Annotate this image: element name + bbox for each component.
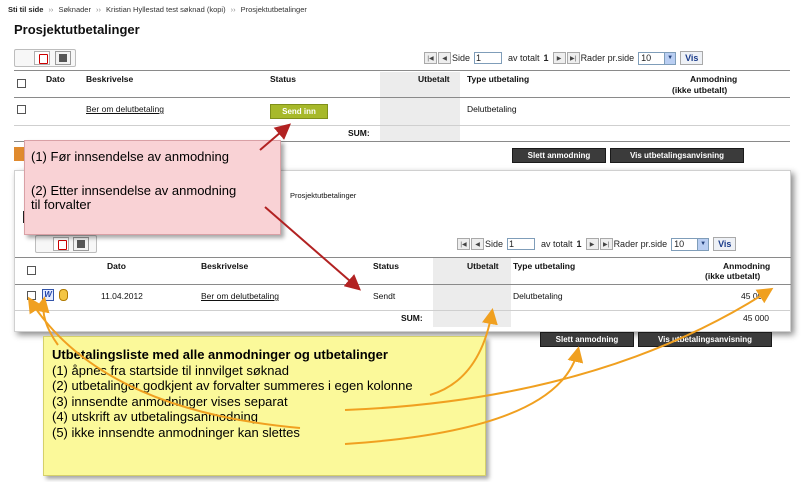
row-status: Sendt	[373, 291, 396, 301]
col-dato[interactable]: Dato	[107, 261, 126, 271]
last-page-icon[interactable]: ▶|	[566, 52, 580, 64]
attachment-icon[interactable]	[59, 289, 68, 301]
rows-value: 10	[641, 52, 652, 63]
first-page-icon[interactable]: |◀	[424, 52, 437, 64]
window2-breadcrumb: Prosjektutbetalinger	[290, 191, 357, 200]
row-description-link[interactable]: Ber om delutbetaling	[201, 291, 279, 301]
slett-anmodning-button-2[interactable]: Slett anmodning	[540, 332, 634, 347]
pdf-icon[interactable]	[34, 51, 50, 65]
total-value: 1	[576, 239, 582, 249]
total-label: av totalt	[508, 53, 540, 63]
col-beskrivelse[interactable]: Beskrivelse	[201, 261, 249, 271]
next-page-icon[interactable]: ▶	[585, 238, 599, 250]
callout-line-2: (2) Etter innsendelse av anmodning	[31, 183, 237, 198]
col-type[interactable]: Type utbetaling	[513, 261, 576, 271]
callout-item-3: (3) innsendte anmodninger vises separat	[52, 393, 288, 409]
callout-line-3: til forvalter	[31, 197, 91, 212]
breadcrumb-item-soknader[interactable]: Søknader	[58, 5, 91, 14]
page-title: Prosjektutbetalinger	[14, 22, 140, 37]
callout-line-1: (1) Før innsendelse av anmodning	[31, 149, 229, 164]
callout-item-5: (5) ikke innsendte anmodninger kan slett…	[52, 424, 300, 440]
breadcrumb-label: Sti til side	[8, 5, 44, 14]
select-all-checkbox[interactable]	[17, 79, 26, 88]
col-dato[interactable]: Dato	[46, 74, 65, 84]
dropdown-icon[interactable]: ▼	[664, 52, 676, 64]
rows-label: Rader pr.side	[613, 239, 668, 249]
prev-page-icon[interactable]: ◀	[471, 238, 484, 250]
total-value: 1	[543, 53, 549, 63]
page-input[interactable]: 1	[507, 238, 536, 250]
col-anmodning[interactable]: Anmodning	[690, 74, 738, 84]
col-type[interactable]: Type utbetaling	[467, 74, 530, 84]
word-icon[interactable]: W	[42, 289, 54, 301]
excel-icon[interactable]	[55, 51, 71, 65]
col-anmodning-sub: (ikke utbetalt)	[672, 85, 728, 95]
page-label: Side	[485, 239, 504, 249]
rows-label: Rader pr.side	[580, 53, 635, 63]
vis-button[interactable]: Vis	[680, 51, 704, 65]
orange-marker	[14, 147, 24, 161]
rows-select[interactable]: 10 ▼	[671, 237, 710, 251]
pdf-icon[interactable]	[53, 237, 69, 251]
slett-anmodning-button[interactable]: Slett anmodning	[512, 148, 606, 163]
row-type: Delutbetaling	[467, 104, 517, 114]
dropdown-icon[interactable]: ▼	[697, 238, 709, 250]
col-anmodning-sub: (ikke utbetalt)	[705, 271, 761, 281]
row-description-link[interactable]: Ber om delutbetaling	[86, 104, 164, 114]
callout-before-after: (1) Før innsendelse av anmodning (2) Ett…	[24, 140, 281, 235]
prev-page-icon[interactable]: ◀	[438, 52, 451, 64]
vis-utbetalingsanvisning-button-2[interactable]: Vis utbetalingsanvisning	[638, 332, 772, 347]
callout-item-2: (2) utbetalinger godkjent av forvalter s…	[52, 378, 413, 393]
row-type: Delutbetaling	[513, 291, 563, 301]
row-checkbox[interactable]	[17, 105, 26, 114]
callout-item-4: (4) utskrift av utbetalingsanmodning	[52, 409, 258, 424]
first-page-icon[interactable]: |◀	[457, 238, 470, 250]
callout-title: Utbetalingsliste med alle anmodninger og…	[52, 347, 388, 362]
utbetalt-column	[380, 72, 460, 142]
page-label: Side	[452, 53, 471, 63]
rows-select[interactable]: 10 ▼	[638, 51, 677, 65]
row-date: 11.04.2012	[101, 291, 143, 301]
excel-icon[interactable]	[73, 237, 89, 251]
sum-label: SUM:	[348, 128, 370, 138]
pager: |◀ ◀ Side 1 av totalt 1 ▶ ▶| Rader pr.si…	[424, 51, 704, 65]
page-input[interactable]: 1	[474, 52, 503, 64]
callout-item-1: (1) åpnes fra startside til innvilget sø…	[52, 362, 289, 378]
callout-summary: Utbetalingsliste med alle anmodninger og…	[43, 336, 486, 476]
col-status[interactable]: Status	[373, 261, 399, 271]
rows-value: 10	[674, 238, 685, 249]
breadcrumb-item-application[interactable]: Kristian Hyllestad test søknad (kopi)	[105, 5, 226, 14]
col-utbetalt[interactable]: Utbetalt	[418, 74, 450, 84]
send-inn-button[interactable]: Send inn	[270, 104, 328, 119]
col-utbetalt[interactable]: Utbetalt	[467, 261, 499, 271]
vis-button[interactable]: Vis	[713, 237, 737, 251]
breadcrumb-item-current: Prosjektutbetalinger	[240, 5, 307, 14]
last-page-icon[interactable]: ▶|	[599, 238, 613, 250]
next-page-icon[interactable]: ▶	[552, 52, 566, 64]
sum-label: SUM:	[401, 313, 423, 323]
sum-value: 45 000	[743, 313, 769, 323]
col-beskrivelse[interactable]: Beskrivelse	[86, 74, 134, 84]
row-amount: 45 000	[741, 291, 767, 301]
pager-2: |◀ ◀ Side 1 av totalt 1 ▶ ▶| Rader pr.si…	[457, 237, 737, 251]
select-all-checkbox[interactable]	[27, 266, 36, 275]
vis-utbetalingsanvisning-button[interactable]: Vis utbetalingsanvisning	[610, 148, 744, 163]
col-anmodning[interactable]: Anmodning	[723, 261, 771, 271]
total-label: av totalt	[541, 239, 573, 249]
col-status[interactable]: Status	[270, 74, 296, 84]
breadcrumb: Sti til side››Søknader››Kristian Hyllest…	[8, 5, 307, 14]
row-checkbox[interactable]	[27, 291, 36, 300]
